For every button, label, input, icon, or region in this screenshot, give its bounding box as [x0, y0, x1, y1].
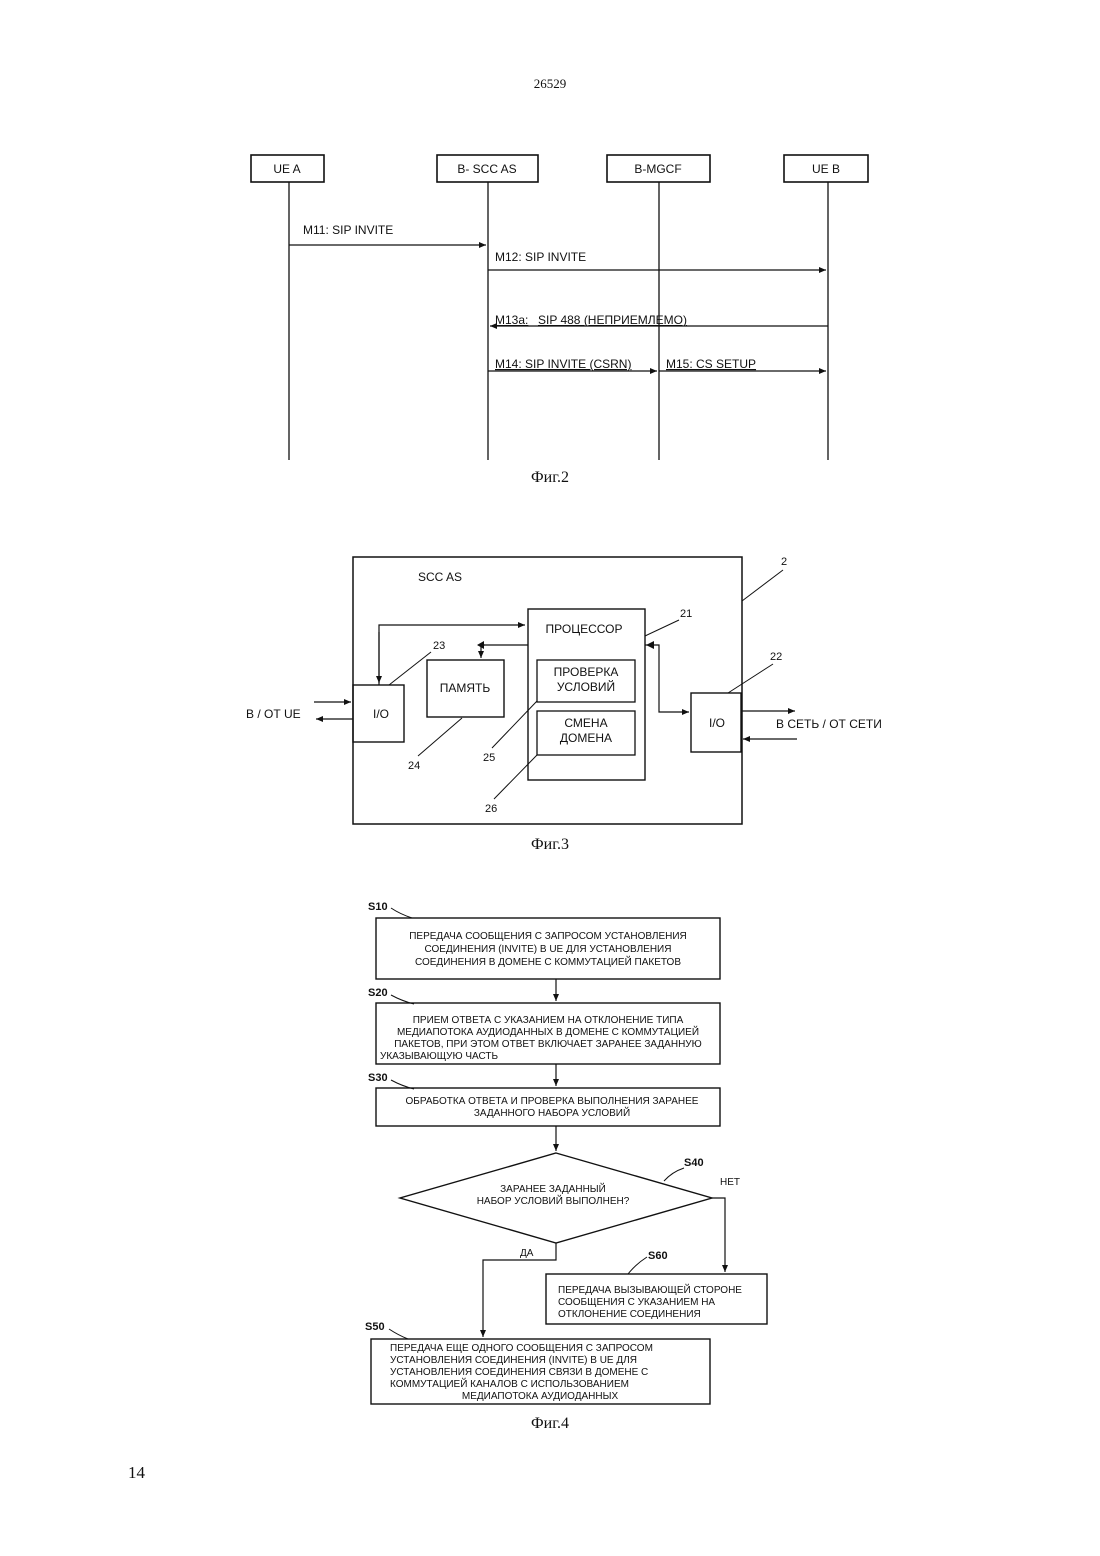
- fig4-s60-label: S60: [648, 1250, 668, 1262]
- fig2-entity-b-scc-as: B- SCC AS: [437, 155, 538, 182]
- fig4-s20-leader: [391, 995, 414, 1004]
- fig4-arrow-no-s60: [712, 1198, 725, 1272]
- fig2-caption: Фиг.2: [0, 469, 1100, 487]
- fig4-s20-line3: ПАКЕТОВ, ПРИ ЭТОМ ОТВЕТ ВКЛЮЧАЕТ ЗАРАНЕЕ…: [394, 1039, 702, 1050]
- fig3-ref-25-leader: [492, 701, 537, 748]
- fig4-s40-decision: [400, 1153, 712, 1243]
- fig2-entity-b-mgcf: B-MGCF: [607, 155, 710, 182]
- fig4-s50-line4: КОММУТАЦИЕЙ КАНАЛОВ С ИСПОЛЬЗОВАНИЕМ: [390, 1377, 629, 1390]
- fig2-msg-m12-label: M12: SIP INVITE: [495, 250, 586, 264]
- fig4-s20-label: S20: [368, 987, 388, 999]
- fig4-s10-line1: ПЕРЕДАЧА СООБЩЕНИЯ С ЗАПРОСОМ УСТАНОВЛЕН…: [409, 931, 687, 942]
- fig4-s20-line1: ПРИЕМ ОТВЕТА С УКАЗАНИЕМ НА ОТКЛОНЕНИЕ Т…: [413, 1015, 684, 1026]
- fig3-io-left-label: I/O: [373, 707, 389, 721]
- fig3-domain-switch-line2: ДОМЕНА: [560, 731, 612, 745]
- fig4-caption: Фиг.4: [0, 1415, 1100, 1433]
- fig4-s40-line2: НАБОР УСЛОВИЙ ВЫПОЛНЕН?: [477, 1194, 630, 1207]
- fig3-ref-24: 24: [408, 760, 420, 772]
- fig4-s50-label: S50: [365, 1321, 385, 1333]
- fig4-s50-leader: [389, 1329, 408, 1339]
- fig3-memory-arrowhead: [477, 641, 484, 649]
- fig3-link-processor-io-right: [645, 645, 689, 712]
- fig3-ref-2-leader: [742, 570, 783, 601]
- fig4-s20-line2: МЕДИАПОТОКА АУДИОДАННЫХ В ДОМЕНЕ С КОММУ…: [397, 1025, 699, 1038]
- fig4-s50-box: [371, 1339, 710, 1404]
- fig3-domain-switch-box: [537, 711, 635, 755]
- fig3-ref-21-leader: [645, 620, 679, 636]
- fig2-entity-ue-a: UE A: [251, 155, 324, 182]
- fig4-s10-line2: СОЕДИНЕНИЯ (INVITE) В UE ДЛЯ УСТАНОВЛЕНИ…: [425, 944, 672, 955]
- fig4-s40-label: S40: [684, 1157, 704, 1169]
- fig4-s30-line1: ОБРАБОТКА ОТВЕТА И ПРОВЕРКА ВЫПОЛНЕНИЯ З…: [406, 1096, 699, 1107]
- fig3-condition-check-box: [537, 660, 635, 702]
- fig2-msg-m15-label: M15: CS SETUP: [666, 357, 756, 371]
- fig4-s20-line4: УКАЗЫВАЮЩУЮ ЧАСТЬ: [380, 1051, 498, 1062]
- fig4-s50-line5: МЕДИАПОТОКА АУДИОДАННЫХ: [462, 1391, 619, 1402]
- fig4-s10-box: [376, 918, 720, 979]
- fig3-memory-label: ПАМЯТЬ: [440, 681, 491, 695]
- fig3-caption: Фиг.3: [0, 836, 1100, 854]
- fig3-condition-check-line2: УСЛОВИЙ: [557, 679, 615, 694]
- fig3-link-io-processor: [379, 625, 525, 685]
- fig4-s10-label: S10: [368, 901, 388, 913]
- fig4-s60-line3: ОТКЛОНЕНИЕ СОЕДИНЕНИЯ: [558, 1309, 701, 1320]
- fig2-msg-m14-label: M14: SIP INVITE (CSRN): [495, 357, 631, 371]
- fig3-ref-24-leader: [418, 718, 462, 756]
- fig3-ref-2: 2: [781, 556, 787, 568]
- fig3-ref-22-leader: [728, 664, 773, 693]
- fig3-memory-box: [427, 660, 504, 717]
- fig2-entity-ue-b: UE B: [784, 155, 868, 182]
- fig3-ref-23: 23: [433, 640, 445, 652]
- fig4-s50-line1: ПЕРЕДАЧА ЕЩЕ ОДНОГО СООБЩЕНИЯ С ЗАПРОСОМ: [390, 1343, 653, 1354]
- fig2-msg-m11-label: M11: SIP INVITE: [303, 223, 393, 237]
- fig4-s40-leader: [664, 1168, 684, 1181]
- fig2-entity-ue-a-label: UE A: [273, 162, 300, 176]
- fig4-s50-line2: УСТАНОВЛЕНИЯ СОЕДИНЕНИЯ (INVITE) В UE ДЛ…: [390, 1355, 637, 1366]
- fig4-s10-leader: [391, 908, 412, 918]
- fig3-domain-switch-line1: СМЕНА: [564, 716, 607, 730]
- fig4-s30-box: [376, 1088, 720, 1126]
- fig4-s60-line2: СООБЩЕНИЯ С УКАЗАНИЕМ НА: [558, 1297, 715, 1308]
- fig2-entity-b-mgcf-label: B-MGCF: [634, 162, 681, 176]
- fig4-arrow-yes-s50: [483, 1243, 556, 1337]
- fig4-yes-label: ДА: [520, 1248, 534, 1259]
- fig4-s30-line2: ЗАДАННОГО НАБОРА УСЛОВИЙ: [474, 1106, 630, 1119]
- fig3-io-right-label: I/O: [709, 716, 725, 730]
- fig3-scc-as-box: [353, 557, 742, 824]
- fig2-msg-m13a-id: M13a:: [495, 313, 528, 327]
- fig3-title: SCC AS: [418, 570, 462, 584]
- fig2-sequence-diagram: UE A B- SCC AS B-MGCF UE B M11: SIP INVI…: [0, 0, 1100, 520]
- fig3-io-right-box: [691, 693, 741, 752]
- fig4-s60-box: [546, 1274, 767, 1324]
- fig4-no-label: НЕТ: [720, 1177, 740, 1188]
- fig3-ref-23-leader: [389, 652, 431, 685]
- fig2-entity-b-scc-as-label: B- SCC AS: [457, 162, 516, 176]
- fig3-condition-check-line1: ПРОВЕРКА: [554, 665, 619, 679]
- fig4-s30-leader: [391, 1080, 414, 1089]
- fig3-processor-arrowhead: [646, 641, 654, 649]
- page-number: 14: [128, 1463, 145, 1483]
- fig4-s60-leader: [628, 1257, 647, 1274]
- fig3-ref-22: 22: [770, 651, 782, 663]
- fig3-ref-21: 21: [680, 608, 692, 620]
- fig4-s10-line3: СОЕДИНЕНИЯ В ДОМЕНЕ С КОММУТАЦИЕЙ ПАКЕТО…: [415, 955, 681, 968]
- fig3-link-processor-memory: [481, 645, 528, 658]
- fig4-s40-line1: ЗАРАНЕЕ ЗАДАННЫЙ: [500, 1182, 606, 1195]
- fig3-processor-label: ПРОЦЕССОР: [546, 622, 623, 636]
- fig2-entity-ue-b-label: UE B: [812, 162, 840, 176]
- fig3-io-left-box: [353, 685, 404, 742]
- fig3-ref-25: 25: [483, 752, 495, 764]
- fig4-s60-line1: ПЕРЕДАЧА ВЫЗЫВАЮЩЕЙ СТОРОНЕ: [558, 1283, 742, 1296]
- fig3-ref-26-leader: [494, 755, 537, 799]
- fig3-to-from-net-label: В СЕТЬ / ОТ СЕТИ: [776, 717, 882, 731]
- fig3-processor-box: [528, 609, 645, 780]
- fig4-s30-label: S30: [368, 1072, 388, 1084]
- fig3-to-from-ue-label: В / ОТ UE: [246, 707, 301, 721]
- fig4-s20-box: [376, 1003, 720, 1064]
- fig3-ref-26: 26: [485, 803, 497, 815]
- fig4-s50-line3: УСТАНОВЛЕНИЯ СОЕДИНЕНИЯ СВЯЗИ В ДОМЕНЕ С: [390, 1367, 648, 1378]
- fig2-msg-m13a-label: SIP 488 (НЕПРИЕМЛЕМО): [538, 313, 687, 327]
